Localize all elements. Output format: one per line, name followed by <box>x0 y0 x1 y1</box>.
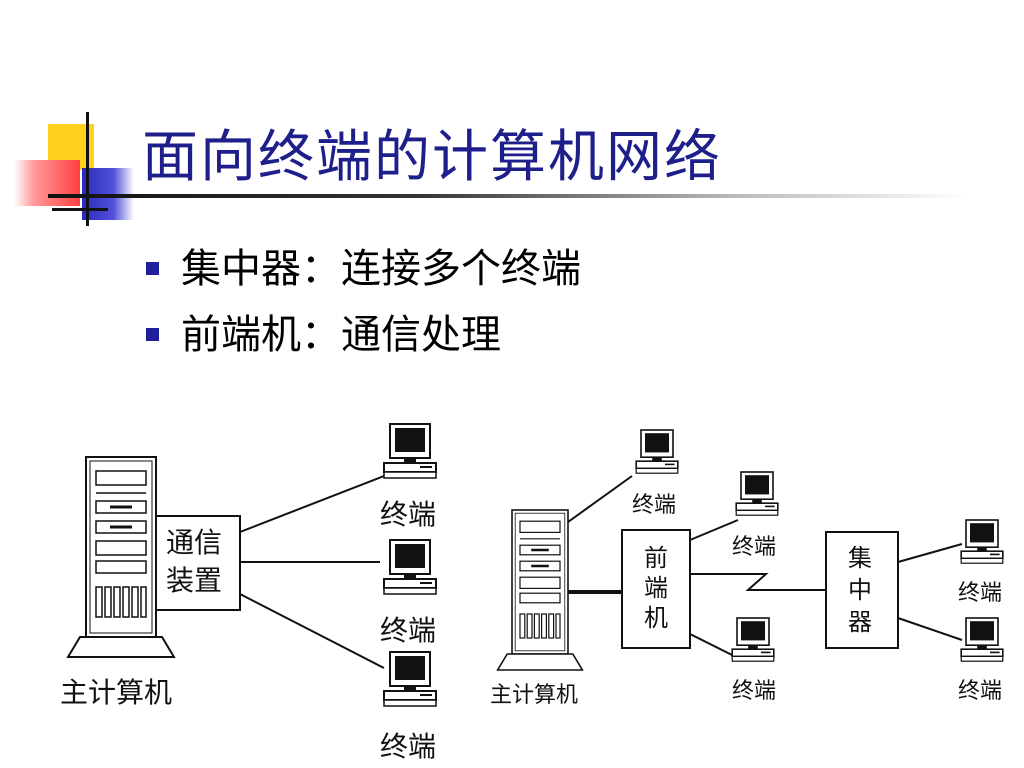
terminal-label: 终端 <box>380 498 436 531</box>
host-label: 主计算机 <box>490 683 578 708</box>
terminal-monitor-icon <box>960 519 1004 565</box>
deco-red-square <box>14 160 80 206</box>
concentrator-box <box>825 531 899 649</box>
bullet-item-concentrator: 集中器：连接多个终端 <box>146 236 581 294</box>
terminal-monitor-icon <box>735 471 779 517</box>
network-diagram: 主计算机 通信 装置 终端 终端 终端 主计算机 前 端 机 集 中 器 <box>60 423 1004 763</box>
left-diagram: 主计算机 通信 装置 终端 终端 终端 <box>60 423 437 763</box>
bullet-text: 集中器：连接多个终端 <box>181 246 581 292</box>
link-line <box>689 519 739 541</box>
link-line <box>689 633 739 659</box>
terminal-monitor-icon <box>960 617 1004 663</box>
terminal-label: 终端 <box>732 679 776 704</box>
terminal-label: 终端 <box>380 614 436 647</box>
link-line <box>567 475 633 523</box>
terminal-label: 终端 <box>632 493 676 518</box>
comm-device-box <box>155 515 241 611</box>
bullet-square-icon <box>146 261 159 275</box>
deco-vertical-line <box>86 112 89 226</box>
bullet-square-icon <box>146 327 159 341</box>
terminal-label: 终端 <box>732 535 776 560</box>
front-end-label: 机 <box>644 604 668 632</box>
remote-link-line <box>690 573 826 591</box>
terminal-monitor-icon <box>383 539 437 595</box>
link-line <box>897 617 963 641</box>
front-end-box <box>621 529 691 649</box>
front-end-label: 端 <box>644 574 668 602</box>
link-line <box>897 543 963 563</box>
front-end-label: 前 <box>644 544 668 572</box>
terminal-monitor-icon <box>383 651 437 707</box>
comm-device-label-1: 通信 <box>166 526 222 559</box>
comm-device-label-2: 装置 <box>166 564 222 597</box>
terminal-monitor-icon <box>731 617 775 663</box>
title-underline <box>48 194 968 198</box>
link-line <box>239 593 385 669</box>
right-diagram: 主计算机 前 端 机 集 中 器 终端 终端 终端 终端 终端 <box>490 429 1004 708</box>
link-line <box>239 475 385 533</box>
terminal-label: 终端 <box>958 679 1002 704</box>
terminal-label: 终端 <box>380 730 436 763</box>
terminal-monitor-icon <box>383 423 437 479</box>
terminal-label: 终端 <box>958 581 1002 606</box>
concentrator-label: 中 <box>848 576 872 604</box>
bullet-text: 前端机：通信处理 <box>181 312 501 358</box>
bullet-item-front-end: 前端机：通信处理 <box>146 302 501 360</box>
slide-title: 面向终端的计算机网络 <box>142 125 722 190</box>
terminal-monitor-icon <box>635 429 679 475</box>
concentrator-label: 器 <box>848 608 872 636</box>
host-label: 主计算机 <box>60 676 172 709</box>
deco-horizontal-line <box>52 208 108 211</box>
concentrator-label: 集 <box>848 544 872 572</box>
